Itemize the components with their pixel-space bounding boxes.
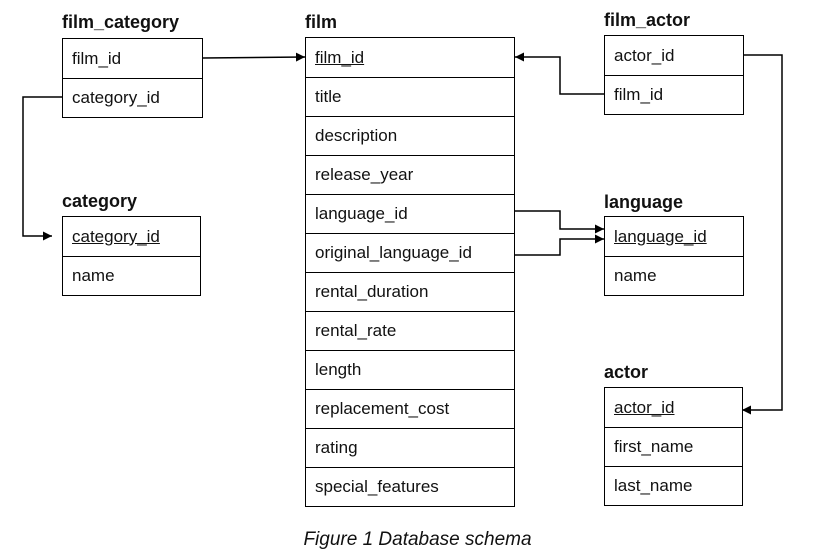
field-rating: rating — [315, 438, 358, 457]
field-actor-id-primary-key: actor_id — [614, 397, 675, 417]
film-category-table: film_id category_id — [62, 38, 203, 118]
category-table: category_id name — [62, 216, 201, 296]
table-row: film_id — [63, 39, 202, 78]
table-row: description — [306, 116, 514, 155]
field-name: name — [614, 266, 657, 285]
field-last-name: last_name — [614, 476, 693, 495]
table-row: rating — [306, 428, 514, 467]
film-actor-table-title: film_actor — [604, 10, 691, 30]
film-category-table-title: film_category — [62, 12, 180, 32]
table-row: language_id — [605, 217, 743, 256]
field-film-id-primary-key: film_id — [315, 47, 365, 67]
table-row: name — [605, 256, 743, 295]
connector-film-actor-film-id-to-film — [515, 52, 604, 95]
field-rental-rate: rental_rate — [315, 321, 397, 340]
field-category-id-primary-key: category_id — [72, 226, 160, 246]
connector-film-actor-actor-id-to-actor — [742, 54, 783, 415]
table-row: actor_id — [605, 388, 742, 427]
language-table: language_id name — [604, 216, 744, 296]
table-row: rental_duration — [306, 272, 514, 311]
table-row: title — [306, 77, 514, 116]
field-release-year: release_year — [315, 165, 414, 184]
field-language-id-primary-key: language_id — [614, 226, 707, 246]
table-row: film_id — [306, 38, 514, 77]
connector-film-category-film-id-to-film — [202, 52, 306, 62]
table-row: length — [306, 350, 514, 389]
field-first-name: first_name — [614, 437, 694, 456]
table-row: last_name — [605, 466, 742, 505]
connector-film-category-category-id-to-category — [22, 96, 62, 241]
field-film-id: film_id — [614, 85, 664, 104]
table-row: language_id — [306, 194, 514, 233]
field-length: length — [315, 360, 362, 379]
actor-table: actor_id first_name last_name — [604, 387, 743, 506]
connector-film-original-language-id-to-language — [515, 234, 604, 256]
field-title: title — [315, 87, 342, 106]
film-table-title: film — [305, 12, 338, 32]
table-row: category_id — [63, 78, 202, 117]
table-row: film_id — [605, 75, 743, 114]
field-actor-id: actor_id — [614, 45, 675, 65]
film-actor-table: actor_id film_id — [604, 35, 744, 115]
language-table-title: language — [604, 192, 684, 212]
field-replacement-cost: replacement_cost — [315, 399, 450, 418]
table-row: replacement_cost — [306, 389, 514, 428]
table-row: special_features — [306, 467, 514, 506]
figure-caption: Figure 1 Database schema — [303, 529, 532, 550]
table-row: actor_id — [605, 36, 743, 75]
connector-film-language-id-to-language — [515, 210, 604, 234]
field-original-language-id: original_language_id — [315, 243, 472, 262]
table-row: name — [63, 256, 200, 295]
table-row: first_name — [605, 427, 742, 466]
table-row: original_language_id — [306, 233, 514, 272]
field-name: name — [72, 266, 115, 285]
field-film-id: film_id — [72, 48, 122, 68]
field-category-id: category_id — [72, 88, 160, 107]
field-rental-duration: rental_duration — [315, 282, 429, 301]
table-row: release_year — [306, 155, 514, 194]
field-description: description — [315, 126, 398, 145]
table-row: rental_rate — [306, 311, 514, 350]
category-table-title: category — [62, 191, 138, 211]
field-language-id: language_id — [315, 204, 408, 223]
film-table: film_id title description release_year l… — [305, 37, 515, 507]
field-special-features: special_features — [315, 477, 439, 496]
table-row: category_id — [63, 217, 200, 256]
actor-table-title: actor — [604, 362, 649, 382]
